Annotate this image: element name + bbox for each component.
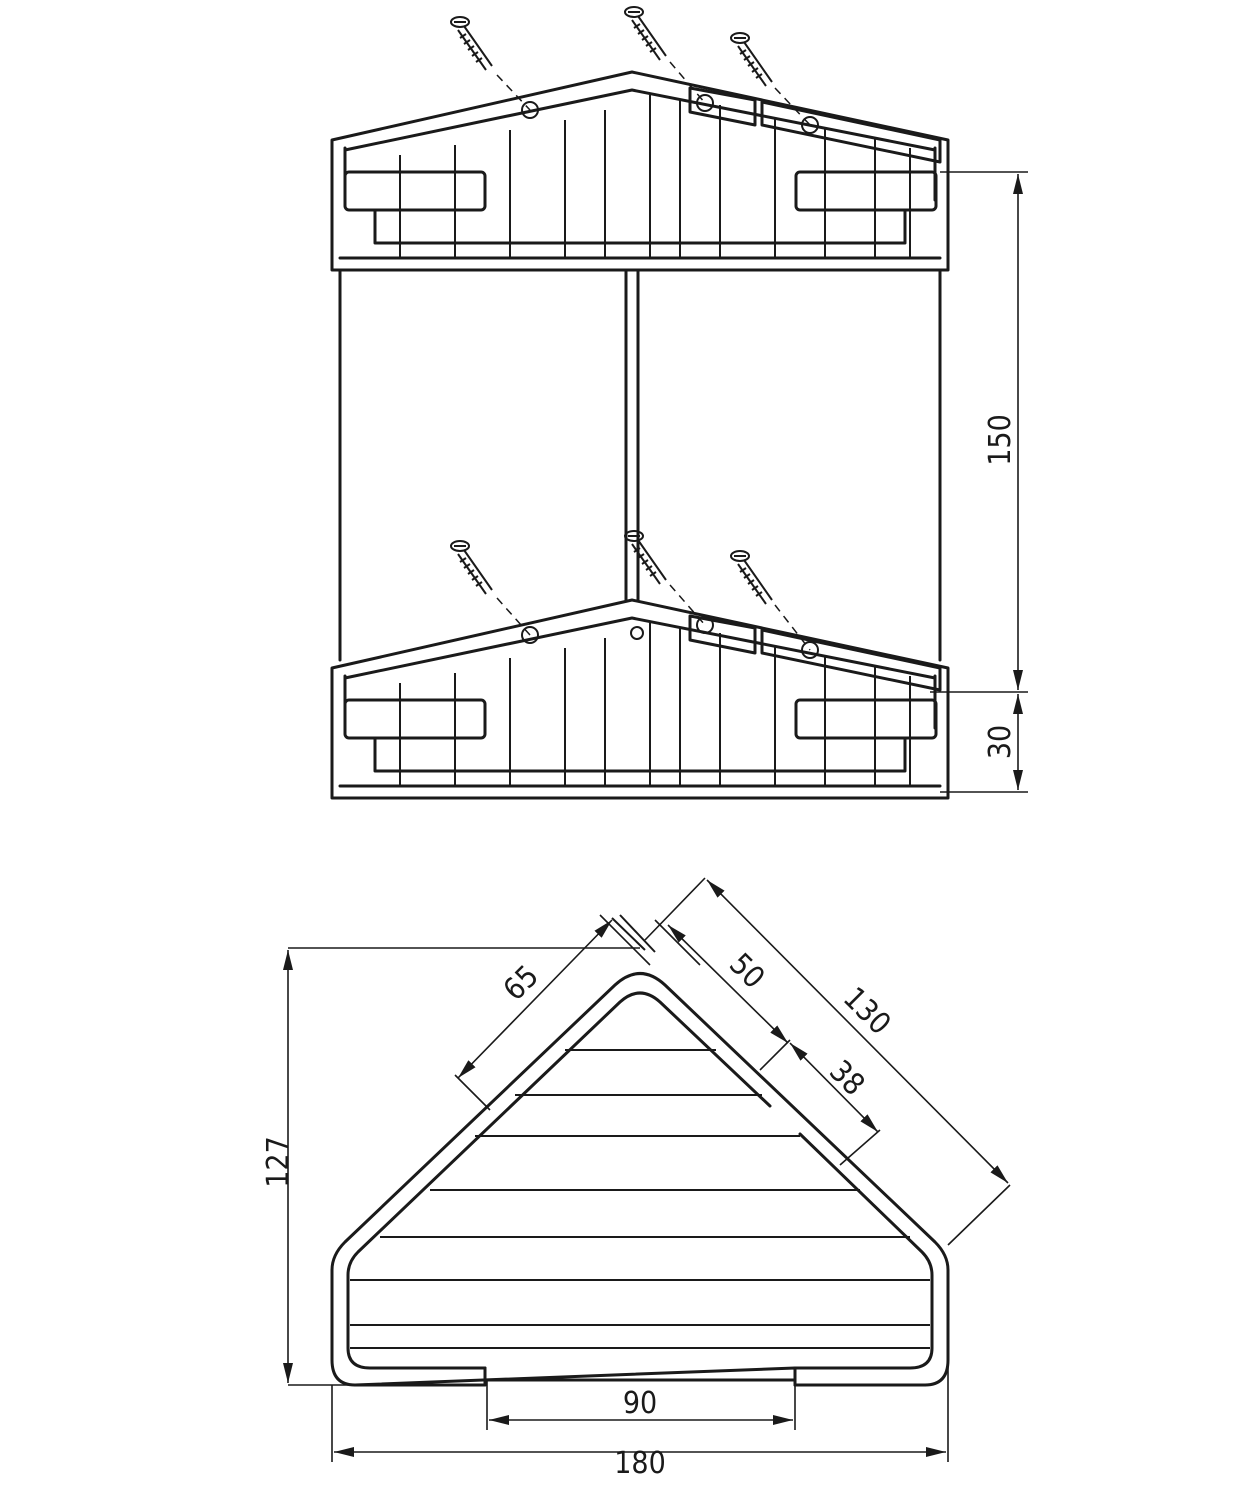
dim-90: 90 [623, 1386, 657, 1421]
upper-shelf [330, 70, 950, 272]
vertical-dimensions: 150 30 [930, 171, 1028, 793]
front-view: 150 30 [330, 6, 1028, 800]
dim-50: 50 [722, 947, 771, 996]
lower-shelf [330, 598, 950, 800]
frame-posts [338, 268, 942, 662]
plan-dimensions: 127 180 90 65 50 130 38 [261, 877, 1011, 1481]
dim-65: 65 [497, 959, 546, 1008]
mounting-bracket-top [521, 86, 942, 164]
basket-bars [350, 1049, 930, 1349]
dim-127: 127 [261, 1136, 296, 1188]
dim-180: 180 [614, 1446, 666, 1481]
dim-30: 30 [983, 725, 1018, 759]
top-view: 127 180 90 65 50 130 38 [261, 877, 1011, 1481]
dim-130: 130 [836, 981, 897, 1042]
dim-150: 150 [983, 414, 1018, 466]
basket-outline [330, 972, 950, 1387]
dim-38: 38 [822, 1054, 871, 1103]
mounting-bracket-bottom [521, 614, 942, 692]
